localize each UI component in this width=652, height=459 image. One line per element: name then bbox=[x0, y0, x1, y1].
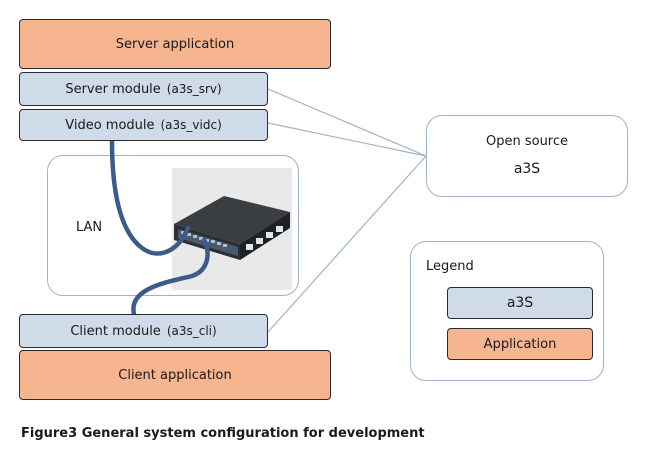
server-module-label: Server module bbox=[65, 81, 161, 97]
open-source-title: Open source bbox=[485, 134, 569, 149]
lan-cable-client bbox=[131, 237, 210, 317]
server-module-suffix: (a3s_srv) bbox=[166, 82, 222, 96]
lan-label: LAN bbox=[76, 220, 103, 235]
client-module-suffix: (a3s_cli) bbox=[166, 324, 217, 338]
client-module-label: Client module bbox=[70, 323, 161, 339]
open-source-box bbox=[426, 115, 628, 197]
legend-title: Legend bbox=[426, 259, 474, 274]
video-module-suffix: (a3s_vidc) bbox=[160, 118, 222, 132]
video-module-label: Video module bbox=[65, 117, 155, 133]
server-application-box: Server application bbox=[19, 19, 331, 69]
server-application-label: Server application bbox=[115, 36, 235, 52]
figure-caption: Figure3 General system configuration for… bbox=[21, 426, 425, 441]
client-module-box: Client module (a3s_cli) bbox=[19, 314, 268, 348]
connector-client-line bbox=[267, 155, 427, 333]
legend-item-label: Application bbox=[483, 336, 557, 352]
connector-video-line bbox=[267, 122, 427, 157]
video-module-box: Video module (a3s_vidc) bbox=[19, 109, 268, 141]
legend-item-a3s: a3S bbox=[447, 287, 593, 319]
client-application-box: Client application bbox=[19, 350, 331, 400]
legend-item-application: Application bbox=[447, 328, 593, 360]
connector-server-line bbox=[267, 88, 427, 157]
legend-item-label: a3S bbox=[506, 295, 534, 311]
server-module-box: Server module (a3s_srv) bbox=[19, 72, 268, 106]
lan-cable-video bbox=[109, 138, 191, 256]
client-application-label: Client application bbox=[118, 367, 232, 383]
open-source-name: a3S bbox=[513, 161, 541, 177]
